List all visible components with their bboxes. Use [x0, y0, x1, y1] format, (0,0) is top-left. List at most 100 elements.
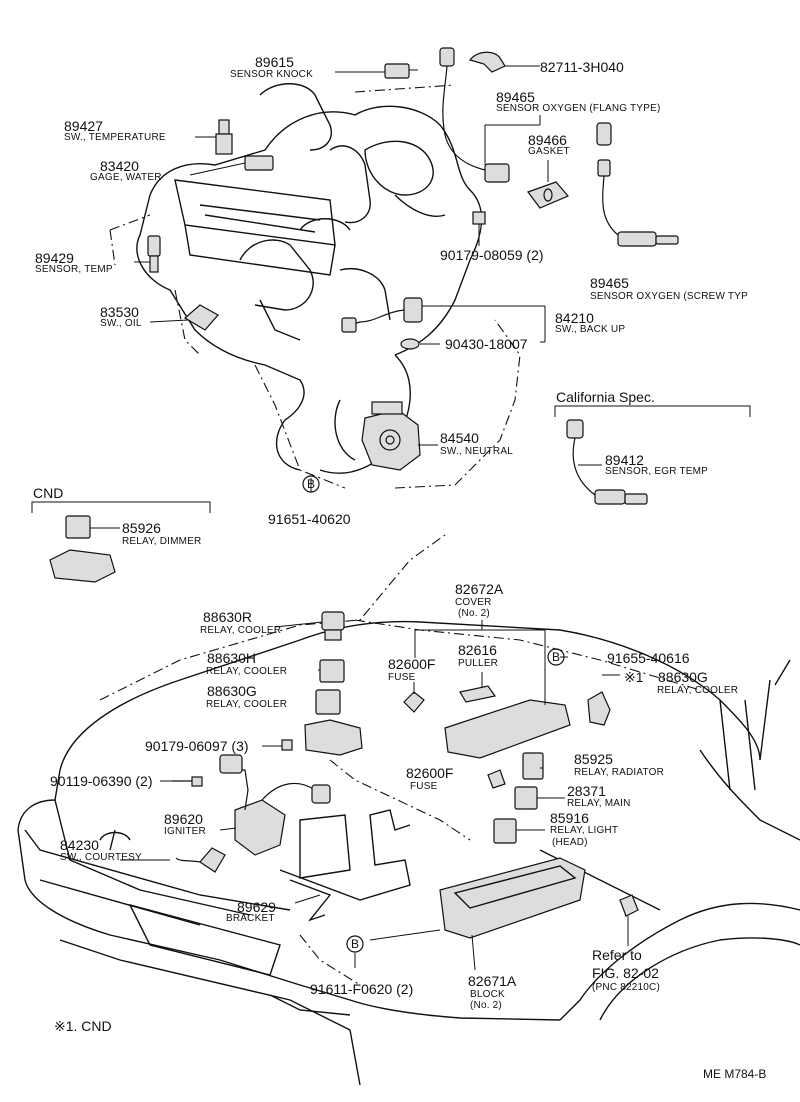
label-89429-number: 89429	[35, 250, 74, 266]
cnd-bracket	[31, 501, 211, 513]
label-82671A-name: BLOCK	[470, 989, 505, 1000]
clip-shape	[468, 51, 506, 73]
relay-base-shape	[304, 719, 363, 756]
label-90119: 90119-06390 (2)	[50, 773, 153, 789]
label-89629-name: BRACKET	[226, 913, 275, 924]
label-91611: 91611-F0620 (2)	[310, 981, 414, 997]
marker-b-upper: B	[307, 477, 316, 491]
label-82672A-number: 82672A	[455, 581, 504, 597]
figure-code: ME M784-B	[703, 1067, 767, 1081]
label-85925-name: RELAY, RADIATOR	[574, 767, 665, 778]
label-83420-number: 83420	[100, 158, 139, 174]
label-82616-name: PULLER	[458, 658, 499, 669]
label-88630H-name: RELAY, COOLER	[206, 666, 288, 677]
label-84540-number: 84540	[440, 430, 479, 446]
label-85926-name: RELAY, DIMMER	[122, 536, 202, 547]
label-85916-number: 85916	[550, 810, 589, 826]
neutral-switch-shape	[361, 401, 438, 471]
california-bracket	[554, 405, 751, 417]
label-85916-name: RELAY, LIGHT	[550, 825, 619, 836]
engine-boundary-dashed	[109, 84, 521, 489]
oil-switch-shape	[149, 304, 219, 331]
label-89620-number: 89620	[164, 811, 203, 827]
oxygen-sensor-screw-shape	[596, 122, 679, 247]
label-82600F-a-name: FUSE	[388, 672, 416, 683]
oxygen-sensor-flange-shape	[439, 47, 541, 183]
label-89615-number: 89615	[255, 54, 294, 70]
engine-outline	[136, 83, 483, 474]
label-90430: 90430-18007	[445, 336, 528, 352]
label-89465a-name: SENSOR OXYGEN (FLANG TYPE)	[496, 103, 661, 114]
label-89629-number: 89629	[237, 899, 276, 915]
fuse-a-shape	[403, 691, 425, 713]
refer-part-shape	[619, 894, 639, 917]
label-90179-06097: 90179-06097 (3)	[145, 738, 249, 754]
marker-b-circle-lower	[346, 935, 364, 953]
marker-b-mid: B	[552, 650, 561, 664]
relay-light-shape	[493, 818, 517, 844]
nut-shape	[472, 211, 486, 225]
label-84210-name: SW., BACK UP	[555, 324, 626, 335]
label-82616-number: 82616	[458, 642, 497, 658]
block-shape	[439, 857, 586, 971]
label-91651: 91651-40620	[268, 511, 351, 527]
temp-sensor-shape	[134, 235, 161, 273]
relay-cooler-h-shape	[319, 659, 345, 683]
label-83530-number: 83530	[100, 304, 139, 320]
relay-main-shape	[514, 786, 538, 810]
label-89465b-number: 89465	[590, 275, 629, 291]
label-88630G-right-mark: ※1	[624, 669, 644, 685]
water-gage-shape	[189, 155, 274, 176]
label-90179-08059: 90179-08059 (2)	[440, 247, 544, 263]
relay-radiator-shape	[522, 752, 544, 780]
label-84230-number: 84230	[60, 837, 99, 853]
label-89466-name: GASKET	[528, 146, 570, 157]
label-82600F-b-number: 82600F	[406, 765, 454, 781]
igniter-shape	[219, 754, 331, 856]
label-88630G-right-number: 88630G	[658, 669, 708, 685]
label-28371-name: RELAY, MAIN	[567, 798, 631, 809]
courtesy-switch-shape	[120, 847, 226, 873]
car-outline	[17, 620, 800, 1086]
label-89429-name: SENSOR, TEMP	[35, 264, 113, 275]
label-california-spec: California Spec.	[556, 389, 655, 405]
relay-cooler-g-right-shape	[587, 674, 620, 726]
label-28371-number: 28371	[567, 783, 606, 799]
label-88630G-number: 88630G	[207, 683, 257, 699]
label-85926-number: 85926	[122, 520, 161, 536]
marker-b-lower: B	[351, 937, 360, 951]
label-84210-number: 84210	[555, 310, 594, 326]
label-89465a-number: 89465	[496, 89, 535, 105]
label-82600F-a-number: 82600F	[388, 656, 436, 672]
dimmer-relay-shape	[49, 515, 120, 583]
label-82671A-number: 82671A	[468, 973, 517, 989]
label-89466-number: 89466	[528, 132, 567, 148]
label-84540-name: SW., NEUTRAL	[440, 446, 513, 457]
marker-b-circle-mid	[547, 648, 565, 666]
label-89620-name: IGNITER	[164, 826, 206, 837]
relay-cooler-r-shape	[321, 611, 345, 641]
label-82672A-sub: (No. 2)	[458, 608, 490, 619]
egr-sensor-shape	[566, 419, 648, 505]
label-88630H-number: 88630H	[207, 650, 257, 666]
label-89427-number: 89427	[64, 118, 103, 134]
label-83420-name: GAGE, WATER	[90, 172, 162, 183]
relay-cooler-g-shape	[315, 689, 341, 715]
refer-line3: (PNC 82210C)	[592, 982, 660, 993]
bracket-shape	[279, 809, 411, 922]
label-82671A-sub: (No. 2)	[470, 1000, 502, 1011]
refer-line1: Refer to	[592, 947, 642, 963]
label-89412-name: SENSOR, EGR TEMP	[605, 466, 709, 477]
label-89615-name: SENSOR KNOCK	[230, 69, 313, 80]
label-89427-name: SW., TEMPERATURE	[64, 132, 166, 143]
footnote-cnd: ※1. CND	[54, 1018, 112, 1034]
label-85925-number: 85925	[574, 751, 613, 767]
label-82711-number: 82711-3H040	[540, 59, 624, 75]
label-82672A-name: COVER	[455, 597, 492, 608]
label-88630G-right-name: RELAY, COOLER	[657, 685, 739, 696]
nut-06097-shape	[281, 739, 293, 751]
label-cnd: CND	[33, 485, 64, 501]
label-89412-number: 89412	[605, 452, 644, 468]
backup-switch-shape	[341, 297, 546, 350]
